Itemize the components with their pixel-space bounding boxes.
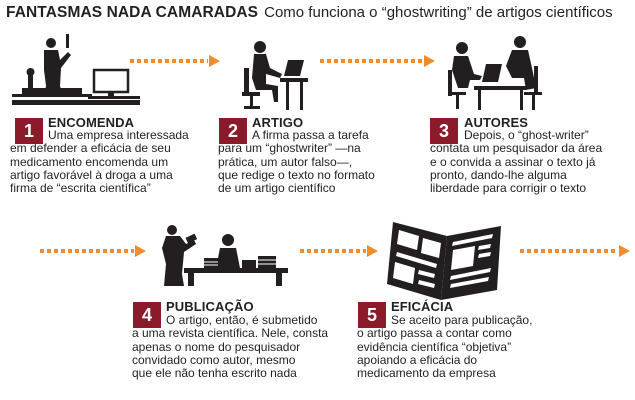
infographic-subtitle: Como funciona o “ghostwriting” de artigo… [264, 4, 613, 21]
header: FANTASMAS NADA CAMARADAS Como funciona o … [6, 4, 626, 26]
writer-desk-icon [242, 41, 308, 110]
step-label: EFICÁCIA [391, 299, 454, 314]
step-label: ARTIGO [252, 115, 304, 130]
flow-arrow-4-5 [300, 245, 378, 257]
step-label: PUBLICAÇÃO [166, 299, 254, 314]
step-description: Depois, o “ghost-writer” contata um pesq… [430, 128, 603, 196]
step-description: Uma empresa interessada em defender a ef… [10, 128, 189, 196]
step-number: 2 [219, 118, 247, 144]
step-number: 5 [358, 302, 386, 328]
step-number: 1 [15, 118, 43, 144]
step-description: Se aceito para publicação, o artigo pass… [357, 313, 533, 381]
step-label: ENCOMENDA [48, 115, 135, 130]
flow-arrow-3-4 [40, 245, 146, 257]
editor-office-icon [162, 225, 288, 286]
scientist-lab-icon [12, 34, 140, 105]
meeting-desk-icon [448, 36, 542, 110]
step-number: 4 [133, 302, 161, 328]
infographic-title: FANTASMAS NADA CAMARADAS [6, 4, 259, 21]
flow-arrow-1-2 [130, 55, 220, 67]
flow-arrow-2-3 [320, 55, 435, 67]
open-journal-icon [387, 222, 501, 300]
step-label: AUTORES [464, 115, 529, 130]
step-description: O artigo, então, é submetido a uma revis… [132, 313, 329, 381]
step-description: A firma passa a tarefa para um “ghostwri… [218, 128, 375, 196]
step-number: 3 [430, 118, 458, 144]
flow-arrow-5-out [520, 245, 630, 257]
